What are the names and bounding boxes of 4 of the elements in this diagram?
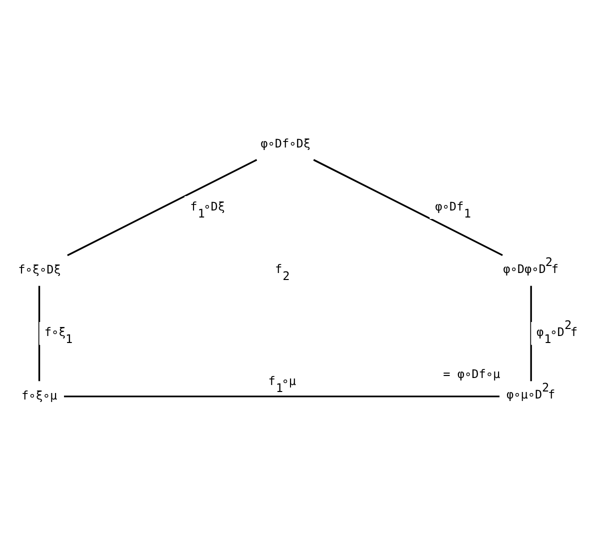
node-text: φ∘Df∘Dξ [260, 136, 311, 150]
node-text: f∘ξ∘Dξ [18, 262, 61, 276]
node-label: = φ∘Df∘μ [443, 366, 500, 380]
node-text: f∘ξ∘μ [22, 388, 58, 402]
